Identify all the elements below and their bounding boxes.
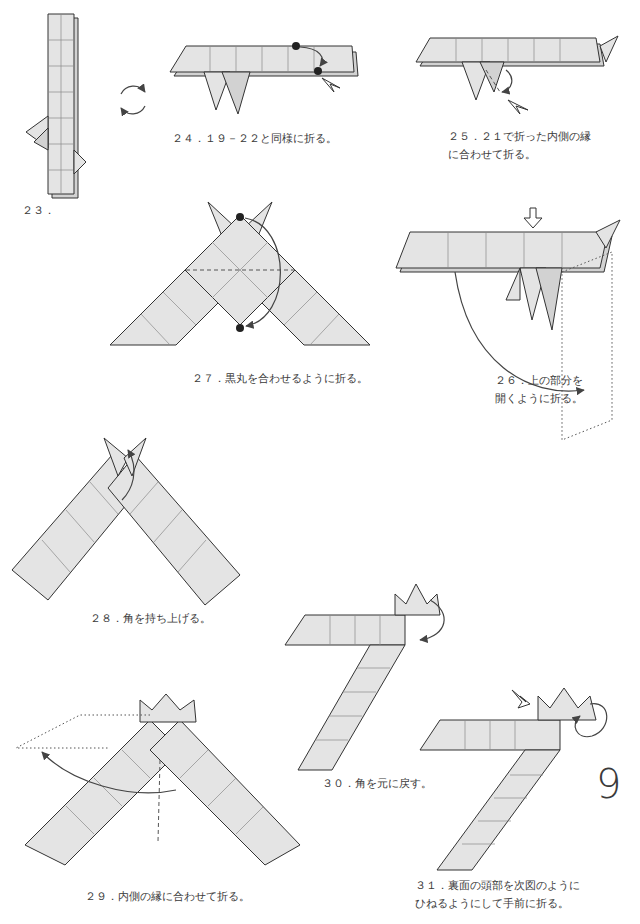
black-dot xyxy=(236,213,244,221)
crease-lines xyxy=(462,720,543,844)
step-29-figure xyxy=(16,694,300,865)
unfold-arrow xyxy=(420,600,444,640)
step-31-figure xyxy=(420,688,607,870)
paper-strip xyxy=(170,46,354,72)
fold-line xyxy=(186,270,298,271)
turn-over-symbol xyxy=(121,86,145,114)
push-arrow xyxy=(512,690,530,708)
step-24-figure xyxy=(170,42,358,114)
flap xyxy=(222,72,250,114)
flap xyxy=(480,62,504,92)
step-28-figure xyxy=(12,438,240,605)
fold-arrow xyxy=(455,272,584,391)
step-25-figure xyxy=(416,36,618,114)
crease-lines xyxy=(315,615,390,740)
step-23-figure xyxy=(26,14,86,198)
paper-arm xyxy=(437,750,560,870)
flap xyxy=(506,268,520,300)
crease-lines xyxy=(48,14,74,194)
crease-lines xyxy=(448,232,562,268)
result-outline xyxy=(16,715,150,748)
paper-strip xyxy=(416,38,600,62)
paper-arm xyxy=(25,720,180,865)
step-number: ２３． xyxy=(22,202,55,220)
black-dot xyxy=(314,67,322,75)
step-27-figure xyxy=(110,202,370,345)
step-caption: ２５．２１で折った内側の縁に合わせて折る。 xyxy=(448,128,598,163)
horn xyxy=(124,438,146,476)
crease-lines xyxy=(456,38,560,62)
head xyxy=(395,584,440,615)
twist-arrow xyxy=(575,704,607,737)
paper-arm xyxy=(298,645,405,770)
flap xyxy=(536,268,562,330)
crease-lines xyxy=(210,46,314,72)
paper-arm xyxy=(108,455,240,605)
fold-arrow xyxy=(42,752,176,793)
fold-arrow xyxy=(502,70,512,92)
paper-arm xyxy=(150,720,300,865)
flap xyxy=(600,36,618,62)
fold-line xyxy=(158,760,160,842)
result-outline xyxy=(562,252,612,440)
paper-strip xyxy=(396,232,608,268)
paper-strip xyxy=(48,14,74,194)
push-arrow xyxy=(508,100,528,114)
page-number: 9 xyxy=(596,752,621,816)
lift-arrow xyxy=(122,450,134,500)
push-arrow xyxy=(322,78,340,92)
fold-arrow xyxy=(245,218,280,326)
flap xyxy=(34,128,48,150)
black-dot xyxy=(236,324,244,332)
step-caption: ３１．裏面の頭部を次図のようにひねるようにして手前に折る。 xyxy=(415,877,589,912)
step-caption: ２７．黒丸を合わせるように折る。 xyxy=(192,370,368,388)
head xyxy=(140,694,196,722)
black-dot xyxy=(292,42,300,50)
step-26-figure xyxy=(396,208,620,440)
fold-arrow xyxy=(300,47,322,66)
step-caption: ２４．１９－２２と同様に折る。 xyxy=(172,130,337,148)
step-caption: ２６．上の部分を開くように折る。 xyxy=(495,372,591,407)
head xyxy=(538,688,596,720)
crease-lines xyxy=(42,482,206,572)
step-30-figure xyxy=(285,584,444,770)
push-arrow xyxy=(524,208,542,228)
step-caption: ２８．角を持ち上げる。 xyxy=(90,610,211,628)
flap xyxy=(596,220,620,248)
flap xyxy=(74,150,86,174)
step-caption: ３０．角を元に戻す。 xyxy=(322,775,432,793)
step-caption: ２９．内側の縁に合わせて折る。 xyxy=(85,888,250,906)
paper-strip xyxy=(285,615,405,645)
fold-line xyxy=(486,70,500,92)
